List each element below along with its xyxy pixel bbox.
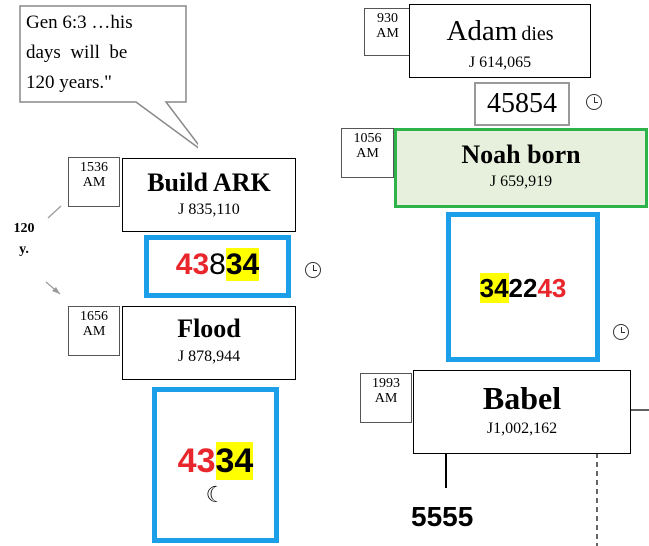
noah-event: Noah born J 659,919 <box>394 128 648 208</box>
code-part-highlight: 34 <box>215 442 254 480</box>
julian-date: J 659,919 <box>489 173 553 190</box>
event-title: Babel <box>482 380 562 416</box>
code-part-red: 43 <box>175 248 210 281</box>
code-part-highlight: 34 <box>225 248 260 281</box>
gap-label-unit: y. <box>19 242 29 257</box>
callout-line-3: 120 years." <box>26 72 112 93</box>
gap-label-number: 120 <box>13 221 35 236</box>
julian-date: J 835,110 <box>178 201 240 218</box>
callout-line-2: days will be <box>26 42 128 63</box>
flood-code-box: 4334 ☾ <box>152 387 279 543</box>
code-part-red: 43 <box>177 442 216 480</box>
clock-icon <box>613 324 629 340</box>
am-unit: AM <box>376 26 399 41</box>
code-part-red: 43 <box>537 273 567 303</box>
bottom-number: 5555 <box>411 501 474 532</box>
event-title-suffix: dies <box>521 23 554 45</box>
am-unit: AM <box>374 391 398 406</box>
gap-label: 120 y. <box>6 218 42 260</box>
code-part-black: 22 <box>508 273 538 303</box>
code-part-highlight: 34 <box>479 273 509 303</box>
noah-am-tag: 1056 AM <box>341 128 394 178</box>
noah-code-box: 342243 <box>446 212 600 362</box>
clock-icon <box>305 262 321 278</box>
am-unit: AM <box>82 175 106 190</box>
adam-code: 45854 <box>487 88 557 119</box>
adam-am-tag: 930 AM <box>364 8 411 56</box>
am-year: 1993 <box>372 376 400 391</box>
am-year: 1656 <box>80 309 108 324</box>
callout-line-1: Gen 6:3 …his <box>26 12 133 33</box>
event-title: Adam <box>446 15 518 47</box>
event-title: Noah born <box>461 140 581 169</box>
event-title: Flood <box>177 314 241 343</box>
adam-code-box: 45854 <box>474 82 570 126</box>
flood-am-tag: 1656 AM <box>68 306 120 356</box>
am-unit: AM <box>82 324 106 339</box>
adam-event: Adam dies J 614,065 <box>409 4 591 78</box>
julian-date: J 614,065 <box>468 54 532 71</box>
event-title: Build ARK <box>147 168 271 197</box>
clock-icon <box>586 94 602 110</box>
julian-date: J 878,944 <box>177 348 241 365</box>
build-ark-am-tag: 1536 AM <box>68 157 120 207</box>
callout-text: Gen 6:3 …his days will be 120 years." <box>26 8 182 98</box>
babel-event: Babel J1,002,162 <box>413 370 631 454</box>
build-ark-code-box: 43834 <box>144 235 291 298</box>
julian-date: J1,002,162 <box>486 420 558 437</box>
am-year: 1056 <box>353 131 382 146</box>
am-year: 1536 <box>80 160 108 175</box>
babel-am-tag: 1993 AM <box>360 373 412 423</box>
build-ark-event: Build ARK J 835,110 <box>122 158 296 232</box>
am-unit: AM <box>356 146 379 161</box>
am-year: 930 <box>377 11 398 26</box>
moon-icon: ☾ <box>205 482 226 507</box>
speech-callout-shape <box>19 5 198 149</box>
code-part-black: 8 <box>209 248 226 281</box>
flood-event: Flood J 878,944 <box>122 306 296 380</box>
